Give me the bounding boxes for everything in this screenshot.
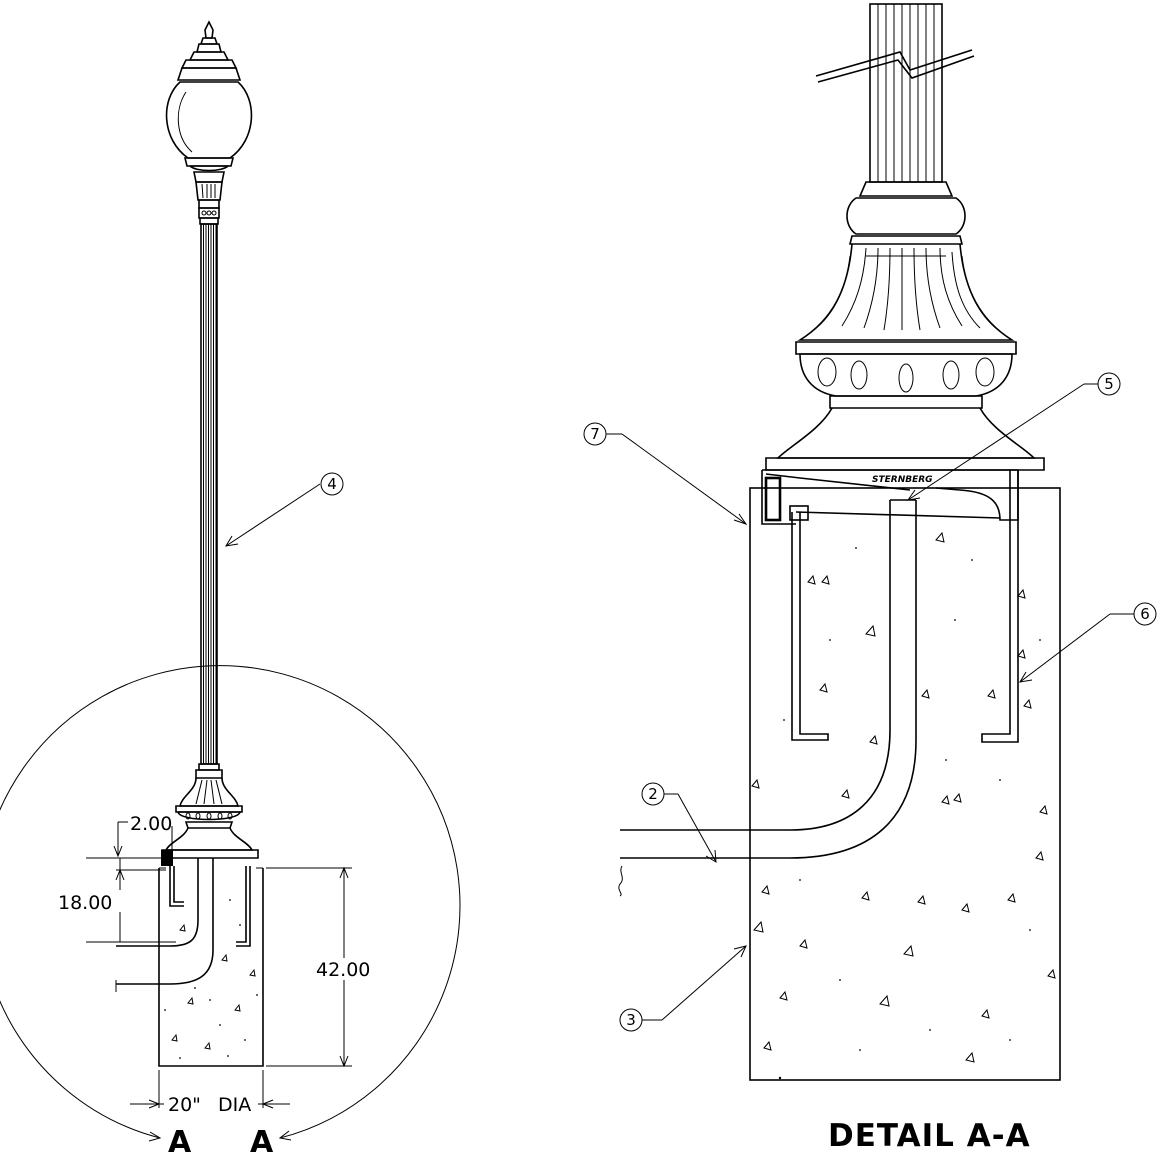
detail-conduit: [618, 499, 917, 897]
dim-42-label: 42.00: [316, 959, 370, 981]
callout-base-plate: 7: [583, 422, 748, 525]
callout-anchor-top-number: 5: [1104, 375, 1114, 393]
callout-foundation-number: 3: [626, 1011, 636, 1029]
dimension-18: 18.00: [58, 857, 176, 943]
detail-title: DETAIL A-A: [828, 1118, 1031, 1154]
dimension-offset: 2.00: [113, 813, 173, 858]
dim-18-label: 18.00: [58, 892, 112, 914]
detail-foundation: [749, 487, 1061, 1081]
callout-conduit-number: 2: [648, 785, 658, 803]
pole-elevation: 2.00 18.00 42.00 20": [0, 20, 461, 1154]
detail-ring: [795, 341, 1017, 409]
finial: [176, 20, 242, 81]
detail-base-plate: [761, 469, 1019, 525]
dimension-diameter: 20" DIA: [130, 1070, 290, 1116]
detail-concrete-aggregate: [751, 531, 1056, 1080]
dimension-42: 42.00: [266, 866, 370, 1068]
dim-offset-label: 2.00: [130, 813, 172, 835]
concrete-stipple: [164, 899, 258, 1059]
callout-base-plate-number: 7: [590, 425, 600, 443]
callout-pole-number: 4: [327, 475, 337, 493]
dim-diameter-label: 20": [168, 1094, 201, 1116]
callout-anchor-top: 5: [906, 372, 1121, 501]
lamp-holder: [183, 157, 235, 225]
callout-conduit: 2: [641, 782, 717, 863]
callout-anchor-bolt: 6: [1019, 602, 1157, 683]
callout-pole: 4: [225, 472, 344, 547]
callout-foundation: 3: [619, 945, 747, 1032]
detail-collars: [846, 181, 966, 245]
detail-base-flare: STERNBERG: [765, 407, 1045, 485]
section-marker-right: A: [250, 1125, 274, 1154]
pole-shaft: [200, 223, 218, 765]
section-marker-left: A: [168, 1125, 192, 1154]
detail-bell: [797, 243, 1015, 341]
dim-diameter-suffix: DIA: [218, 1094, 251, 1116]
lamp-globe: [165, 81, 253, 159]
detail-anchor-bolts: [791, 470, 1019, 743]
foundation-elevation: [115, 858, 264, 1067]
detail-a-a: STERNBERG: [583, 3, 1157, 1154]
detail-circle: [0, 665, 461, 1142]
callout-anchor-bolt-number: 6: [1140, 605, 1150, 623]
detail-shaft: [815, 3, 975, 183]
pole-base: [161, 763, 259, 866]
detail-stamp: STERNBERG: [872, 475, 933, 485]
